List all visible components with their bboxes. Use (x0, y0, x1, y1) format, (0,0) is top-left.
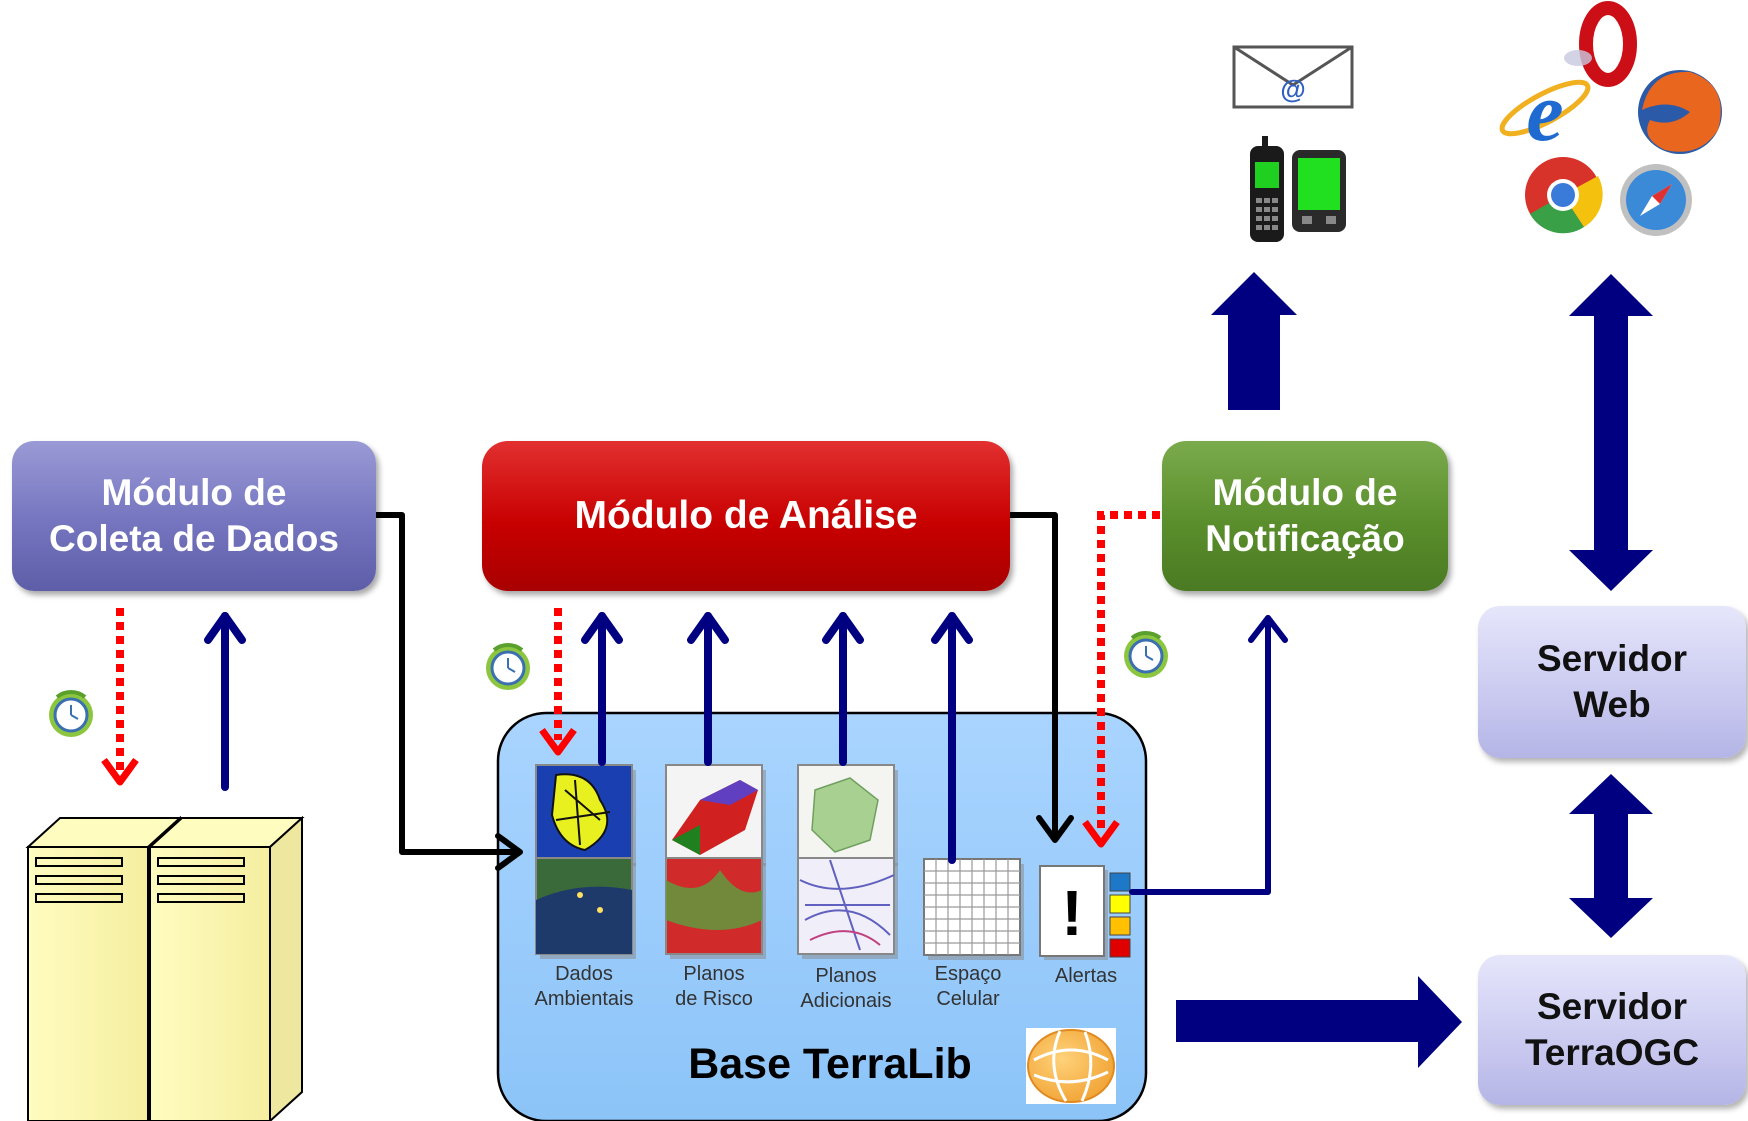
modulo-coleta-label-line1: Módulo de (101, 471, 287, 513)
planos-adicionais-map-icon (797, 764, 898, 959)
safari-browser-icon (1620, 164, 1692, 236)
dados-ambientais-map-icon (535, 764, 636, 959)
alertas-icon: ! (1039, 865, 1131, 960)
clock-icon (484, 642, 532, 692)
navy-up-arrow (581, 612, 623, 766)
modulo-analise-label: Módulo de Análise (574, 493, 918, 537)
navy-up-arrow (687, 612, 729, 766)
modulo-notificacao-label-line1: Módulo de (1212, 471, 1398, 513)
servidor-terraogc-box[interactable]: Servidor TerraOGC (1478, 955, 1746, 1105)
svg-text:@: @ (1280, 74, 1305, 104)
label-line: Espaço (934, 963, 1002, 985)
big-up-arrow (1211, 272, 1297, 410)
black-connector-arrow (373, 512, 523, 871)
navy-up-arrow (931, 612, 973, 864)
big-right-arrow (1176, 976, 1462, 1068)
label-line: Celular (936, 988, 1000, 1010)
chrome-browser-icon (1525, 157, 1603, 234)
terralib-logo-icon (1026, 1028, 1116, 1104)
email-icon: @ (1232, 45, 1354, 109)
clock-icon (1122, 630, 1170, 680)
red-dotted-down-arrow (539, 608, 577, 756)
servidor-web-box[interactable]: Servidor Web (1478, 606, 1746, 758)
big-double-arrow (1569, 774, 1653, 938)
servidor-terraogc-label-line1: Servidor (1536, 985, 1688, 1027)
servidor-web-label-line2: Web (1573, 684, 1651, 725)
planos-de-risco-label: Planos de Risco (649, 962, 779, 1012)
navy-up-arrow (1129, 615, 1288, 895)
svg-text:e: e (1526, 66, 1563, 159)
label-line: Adicionais (800, 990, 892, 1012)
espaco-celular-grid-icon (923, 858, 1024, 960)
mobile-phone-icon (1250, 136, 1284, 242)
label-line: Dados (555, 963, 613, 985)
big-double-arrow (1569, 274, 1653, 591)
internet-explorer-browser-icon: e (1499, 66, 1591, 159)
black-connector-arrow (1007, 512, 1074, 843)
planos-adicionais-label: Planos Adicionais (781, 964, 911, 1014)
alert-glyph: ! (1061, 877, 1082, 949)
label-line: Alertas (1054, 965, 1118, 987)
firefox-browser-icon (1638, 70, 1722, 154)
pda-icon (1292, 150, 1346, 232)
planos-de-risco-map-icon (665, 764, 766, 959)
modulo-coleta-box[interactable]: Módulo de Coleta de Dados (12, 441, 376, 591)
modulo-notificacao-label-line2: Notificação (1205, 518, 1405, 559)
red-dotted-down-arrow (1082, 511, 1160, 848)
navy-up-arrow (822, 612, 864, 766)
modulo-analise-box[interactable]: Módulo de Análise (482, 441, 1010, 591)
opera-browser-icon (1564, 1, 1637, 87)
alertas-label: Alertas (1021, 964, 1151, 989)
dados-ambientais-label: Dados Ambientais (519, 962, 649, 1012)
servidor-terraogc-label-line2: TerraOGC (1524, 1032, 1700, 1073)
server-rack-icon (25, 815, 305, 1121)
red-dotted-down-arrow (101, 608, 139, 786)
servidor-web-label-line1: Servidor (1536, 637, 1688, 679)
modulo-coleta-label-line2: Coleta de Dados (49, 518, 339, 559)
navy-up-arrow (204, 612, 246, 791)
label-line: Ambientais (534, 988, 634, 1010)
base-terralib-title: Base TerraLib (688, 1040, 972, 1088)
clock-icon (47, 689, 95, 739)
label-line: Planos (815, 965, 877, 987)
espaco-celular-label: Espaço Celular (903, 962, 1033, 1012)
label-line: de Risco (675, 988, 753, 1010)
label-line: Planos (683, 963, 745, 985)
modulo-notificacao-box[interactable]: Módulo de Notificação (1162, 441, 1448, 591)
